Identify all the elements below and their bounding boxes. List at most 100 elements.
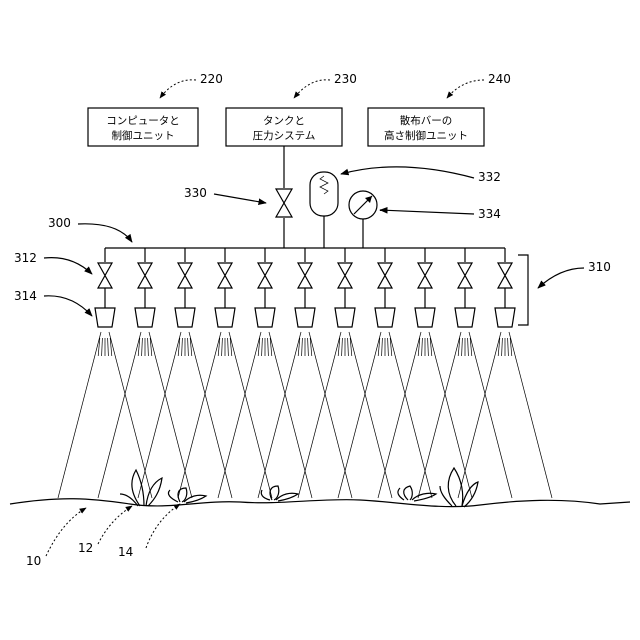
main-valve (276, 189, 292, 217)
leader-310 (538, 268, 584, 288)
crop-plant-2 (261, 486, 298, 501)
spray-streak (182, 338, 183, 356)
spray-cone-left (298, 332, 341, 498)
spray-cone-left (378, 332, 421, 498)
spray-cone-right (389, 332, 432, 498)
spray-cone-right (269, 332, 312, 498)
ref-10: 10 (26, 554, 41, 568)
ref-240: 240 (488, 72, 511, 86)
spray-streak (148, 338, 149, 356)
nozzle-tip (135, 308, 155, 327)
height-box-line2: 高さ制御ユニット (384, 129, 468, 142)
leader-314 (44, 296, 92, 316)
ref-334: 334 (478, 207, 501, 221)
nozzle-tip (375, 308, 395, 327)
ref-330: 330 (184, 186, 207, 200)
spray-cone-right (469, 332, 512, 498)
spray-cone-right (229, 332, 272, 498)
nozzle-tip (495, 308, 515, 327)
leader-300 (78, 224, 132, 242)
spray-streak (268, 338, 269, 356)
leader-330 (214, 194, 266, 203)
spray-streak (102, 338, 103, 356)
nozzle-tip (295, 308, 315, 327)
computer-box-line2: 制御ユニット (112, 129, 175, 142)
spray-streak (348, 338, 349, 356)
nozzle-valve (178, 263, 192, 288)
ref-12: 12 (78, 541, 93, 555)
nozzle-tip (255, 308, 275, 327)
pressure-accumulator (310, 172, 338, 248)
height-box-line1: 散布バーの (400, 114, 453, 127)
nozzle-valve (258, 263, 272, 288)
leader-14 (146, 504, 180, 548)
spray-streak (302, 338, 303, 356)
weed-plant-1 (120, 470, 162, 506)
boom-height-control-box: 散布バーの 高さ制御ユニット (368, 108, 484, 146)
ref-220: 220 (200, 72, 223, 86)
tank-box-line1: タンクと (263, 115, 305, 127)
nozzle-valve (338, 263, 352, 288)
computer-control-unit-box: コンピュータと 制御ユニット (88, 108, 198, 146)
nozzle-tip (415, 308, 435, 327)
nozzle-valve (298, 263, 312, 288)
spray-cone-left (178, 332, 221, 498)
leader-312 (44, 258, 92, 274)
tank-box-line2: 圧力システム (253, 129, 316, 142)
tank-pressure-system-box: タンクと 圧力システム (226, 108, 342, 146)
spray-streak (468, 338, 469, 356)
spray-streak (388, 338, 389, 356)
ref-230: 230 (334, 72, 357, 86)
leader-230 (294, 80, 330, 98)
nozzle-valve (418, 263, 432, 288)
weed-plant-2 (440, 468, 478, 507)
crop-plant-1 (168, 488, 206, 503)
ref-332: 332 (478, 170, 501, 184)
nozzle-tip (335, 308, 355, 327)
spray-streak (342, 338, 343, 356)
spray-streak (222, 338, 223, 356)
spray-cone-left (258, 332, 301, 498)
leader-12 (98, 506, 132, 544)
spray-cone-left (418, 332, 461, 498)
nozzle-valve (498, 263, 512, 288)
nozzle-tip (95, 308, 115, 327)
crop-plant-3 (398, 486, 436, 501)
spray-cone-right (349, 332, 392, 498)
nozzle-valve (378, 263, 392, 288)
ref-310: 310 (588, 260, 611, 274)
ref-312: 312 (14, 251, 37, 265)
spray-streak (308, 338, 309, 356)
spray-streak (228, 338, 229, 356)
ref-14: 14 (118, 545, 133, 559)
computer-box-line1: コンピュータと (106, 115, 180, 127)
spray-streak (108, 338, 109, 356)
spray-streak (142, 338, 143, 356)
nozzle-array (58, 248, 552, 498)
ref-300: 300 (48, 216, 71, 230)
leader-240 (447, 80, 484, 98)
spray-cone-right (149, 332, 192, 498)
spray-streak (422, 338, 423, 356)
spray-cone-left (58, 332, 101, 498)
ref-314: 314 (14, 289, 37, 303)
nozzle-valve (458, 263, 472, 288)
nozzle-tip (175, 308, 195, 327)
nozzle-valve (218, 263, 232, 288)
leader-220 (160, 80, 196, 98)
spray-cone-right (109, 332, 152, 498)
leader-334 (380, 210, 474, 214)
nozzle-tip (455, 308, 475, 327)
spray-streak (188, 338, 189, 356)
spray-cone-right (309, 332, 352, 498)
spray-cone-left (338, 332, 381, 498)
ground-line (10, 499, 630, 507)
spray-streak (462, 338, 463, 356)
nozzle-tip (215, 308, 235, 327)
spray-streak (262, 338, 263, 356)
nozzle-valve (98, 263, 112, 288)
spray-streak (382, 338, 383, 356)
spray-cone-left (458, 332, 501, 498)
pressure-gauge (349, 191, 377, 248)
